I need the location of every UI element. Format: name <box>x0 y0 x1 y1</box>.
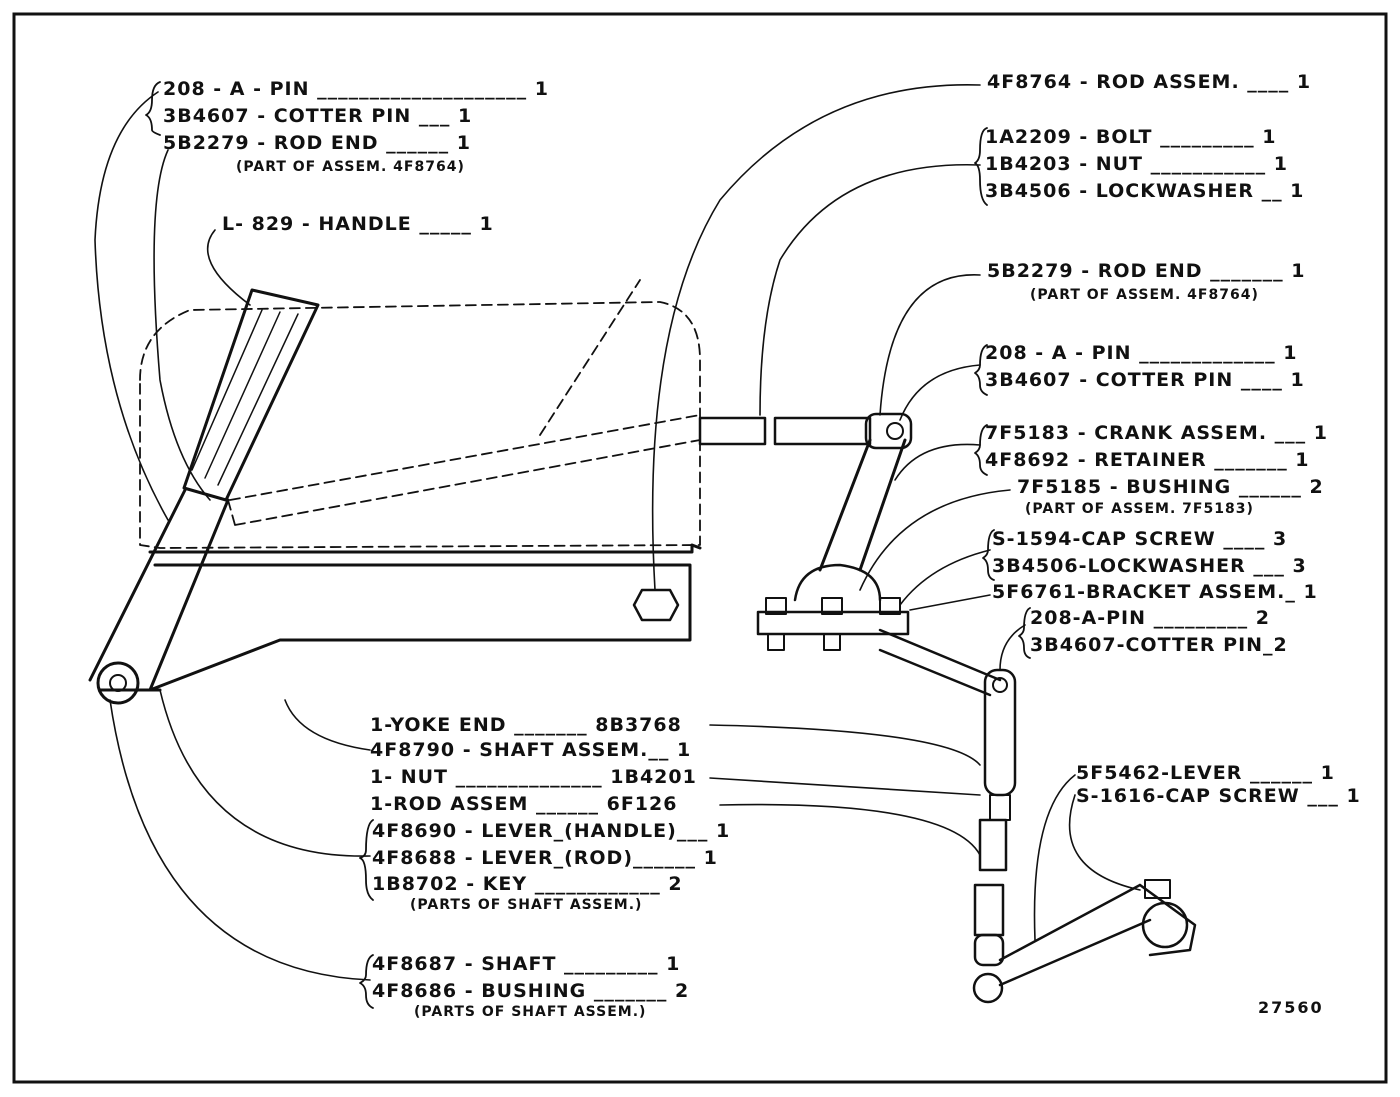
leader-dashed <box>539 279 641 436</box>
brace-right-2 <box>974 344 988 396</box>
label-crank-assem: 7F5183 - CRANK ASSEM. ___ 1 <box>985 422 1328 444</box>
label-handle: L- 829 - HANDLE _____ 1 <box>222 213 494 235</box>
leader-m3 <box>709 777 981 796</box>
leader-r10 <box>859 489 1011 591</box>
label-yoke-end: 1-YOKE END _______ 8B3768 <box>370 714 682 736</box>
leader-l1 <box>94 91 169 521</box>
label-cotter-pin-2: 3B4607-COTTER PIN_2 <box>1030 634 1288 656</box>
label-bushing-right: 7F5185 - BUSHING ______ 2 <box>1017 476 1324 498</box>
label-cotter-pin-top: 3B4607 - COTTER PIN ___ 1 <box>163 105 473 127</box>
label-rod-assem-mid: 1-ROD ASSEM ______ 6F126 <box>370 793 678 815</box>
rod-stub <box>698 416 767 446</box>
label-key: 1B8702 - KEY ____________ 2 <box>372 873 683 895</box>
leader-r13 <box>909 594 991 611</box>
brace-mid-2 <box>359 954 374 1009</box>
label-shaft: 4F8687 - SHAFT _________ 1 <box>372 953 681 975</box>
leader-m4 <box>719 803 981 856</box>
leader-l4 <box>206 229 251 306</box>
label-bushing-right-sub: (PART OF ASSEM. 7F5183) <box>1025 501 1254 517</box>
label-bolt: 1A2209 - BOLT _________ 1 <box>985 126 1277 148</box>
crank <box>818 438 907 572</box>
figure-number: 27560 <box>1258 998 1324 1017</box>
leader-m5 <box>159 689 371 857</box>
label-key-sub: (PARTS OF SHAFT ASSEM.) <box>410 897 643 913</box>
label-208-a-pin-right: 208 - A - PIN _____________ 1 <box>985 342 1298 364</box>
vertical-rod <box>983 668 1017 797</box>
crank-hub <box>793 563 882 602</box>
label-lever-handle: 4F8690 - LEVER_(HANDLE)___ 1 <box>372 820 731 842</box>
brace-right-5 <box>1018 607 1031 659</box>
leader-r3 <box>759 163 981 416</box>
brace-right-3 <box>974 424 988 476</box>
leader-r6 <box>899 364 981 421</box>
handle <box>182 288 320 502</box>
leader-r5 <box>879 274 981 416</box>
label-bushing-mid-sub: (PARTS OF SHAFT ASSEM.) <box>414 1004 647 1020</box>
label-lever-bottom: 5F5462-LEVER ______ 1 <box>1076 762 1335 784</box>
label-lockwasher: 3B4506 - LOCKWASHER __ 1 <box>985 180 1305 202</box>
label-bracket-assem: 5F6761-BRACKET ASSEM._ 1 <box>992 581 1318 603</box>
leader-b1 <box>1033 774 1076 941</box>
label-rod-end-right-sub: (PART OF ASSEM. 4F8764) <box>1030 287 1259 303</box>
leader-m1 <box>709 724 981 766</box>
label-rod-end-top: 5B2279 - ROD END ______ 1 <box>163 132 471 154</box>
rod-lower-upper <box>978 818 1008 872</box>
label-nut-mid: 1- NUT ______________ 1B4201 <box>370 766 697 788</box>
label-shaft-assem: 4F8790 - SHAFT ASSEM.__ 1 <box>370 739 692 761</box>
frame-border <box>12 12 1388 1084</box>
leader-l3 <box>153 149 211 501</box>
label-rod-end-right: 5B2279 - ROD END _______ 1 <box>987 260 1306 282</box>
rod-lower <box>973 883 1005 937</box>
link-arm <box>878 628 1002 697</box>
brace-left-top <box>145 81 161 136</box>
brace-right-4 <box>982 529 995 581</box>
pivot <box>96 661 140 705</box>
label-nut: 1B4203 - NUT ___________ 1 <box>985 153 1288 175</box>
label-retainer: 4F8692 - RETAINER _______ 1 <box>985 449 1310 471</box>
label-cap-screw-bottom: S-1616-CAP SCREW ___ 1 <box>1076 785 1361 807</box>
bolt-head <box>632 588 680 622</box>
frame-bar <box>148 543 702 692</box>
rod-end <box>864 412 913 450</box>
leader-m2 <box>284 699 371 751</box>
lever-arm <box>88 488 230 692</box>
label-bushing-mid: 4F8686 - BUSHING _______ 2 <box>372 980 690 1002</box>
seat-outline-dashed <box>139 301 701 549</box>
rod <box>773 416 872 446</box>
label-lever-rod: 4F8688 - LEVER_(ROD)______ 1 <box>372 847 718 869</box>
label-cap-screw: S-1594-CAP SCREW ____ 3 <box>992 528 1288 550</box>
label-208-a-pin-top: 208 - A - PIN ____________________ 1 <box>163 78 549 100</box>
label-cotter-pin-right: 3B4607 - COTTER PIN ____ 1 <box>985 369 1305 391</box>
leader-b2 <box>1068 794 1141 891</box>
leader-r1 <box>651 84 981 591</box>
label-rod-assem: 4F8764 - ROD ASSEM. ____ 1 <box>987 71 1312 93</box>
leader-r8 <box>894 443 981 481</box>
leader-r14 <box>999 624 1026 671</box>
label-208-a-pin-2: 208-A-PIN _________ 2 <box>1030 607 1270 629</box>
brace-mid-1 <box>359 819 374 901</box>
brace-right-1 <box>974 127 988 206</box>
leader-r11 <box>899 549 991 606</box>
leader-m8 <box>109 699 371 981</box>
label-rod-end-top-sub: (PART OF ASSEM. 4F8764) <box>236 159 465 175</box>
bracket <box>756 610 910 636</box>
label-lockwasher-3: 3B4506-LOCKWASHER ___ 3 <box>992 555 1307 577</box>
rod-path-dashed <box>227 414 701 526</box>
lever <box>998 883 1197 987</box>
